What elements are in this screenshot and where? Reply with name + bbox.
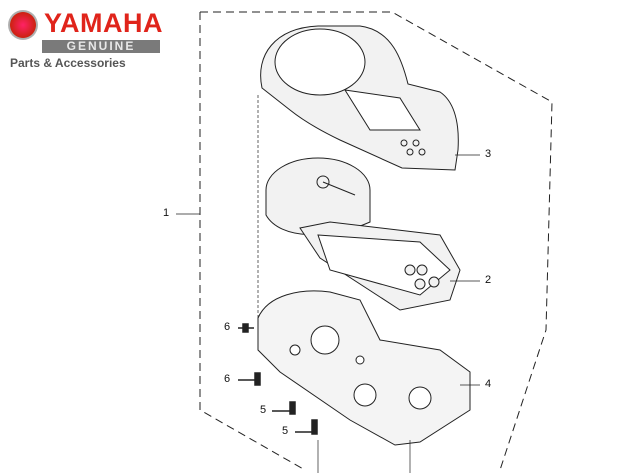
assembly-boundary [200,11,553,471]
assembly-boundary-left [199,12,306,471]
genuine-banner: GENUINE [42,40,160,53]
tuning-fork-emblem-icon [8,10,38,40]
callout-6b: 6 [224,373,231,385]
callout-1: 1 [163,207,170,219]
callout-6a: 6 [224,321,231,333]
callout-2: 2 [485,274,492,286]
part-meter-assembly [265,157,461,311]
part-meter-cover [260,25,459,171]
callout-5b: 5 [282,425,289,437]
callout-4: 4 [485,378,492,390]
callout-3: 3 [485,148,492,160]
part-lower-case [257,290,471,446]
alignment-lines [257,95,411,473]
yamaha-logo: YAMAHA GENUINE Parts & Accessories [6,6,164,72]
brand-name: YAMAHA [44,8,164,38]
callout-5a: 5 [260,404,267,416]
logo-subtitle: Parts & Accessories [10,56,126,70]
leader-lines [176,154,480,386]
screws [238,323,318,435]
